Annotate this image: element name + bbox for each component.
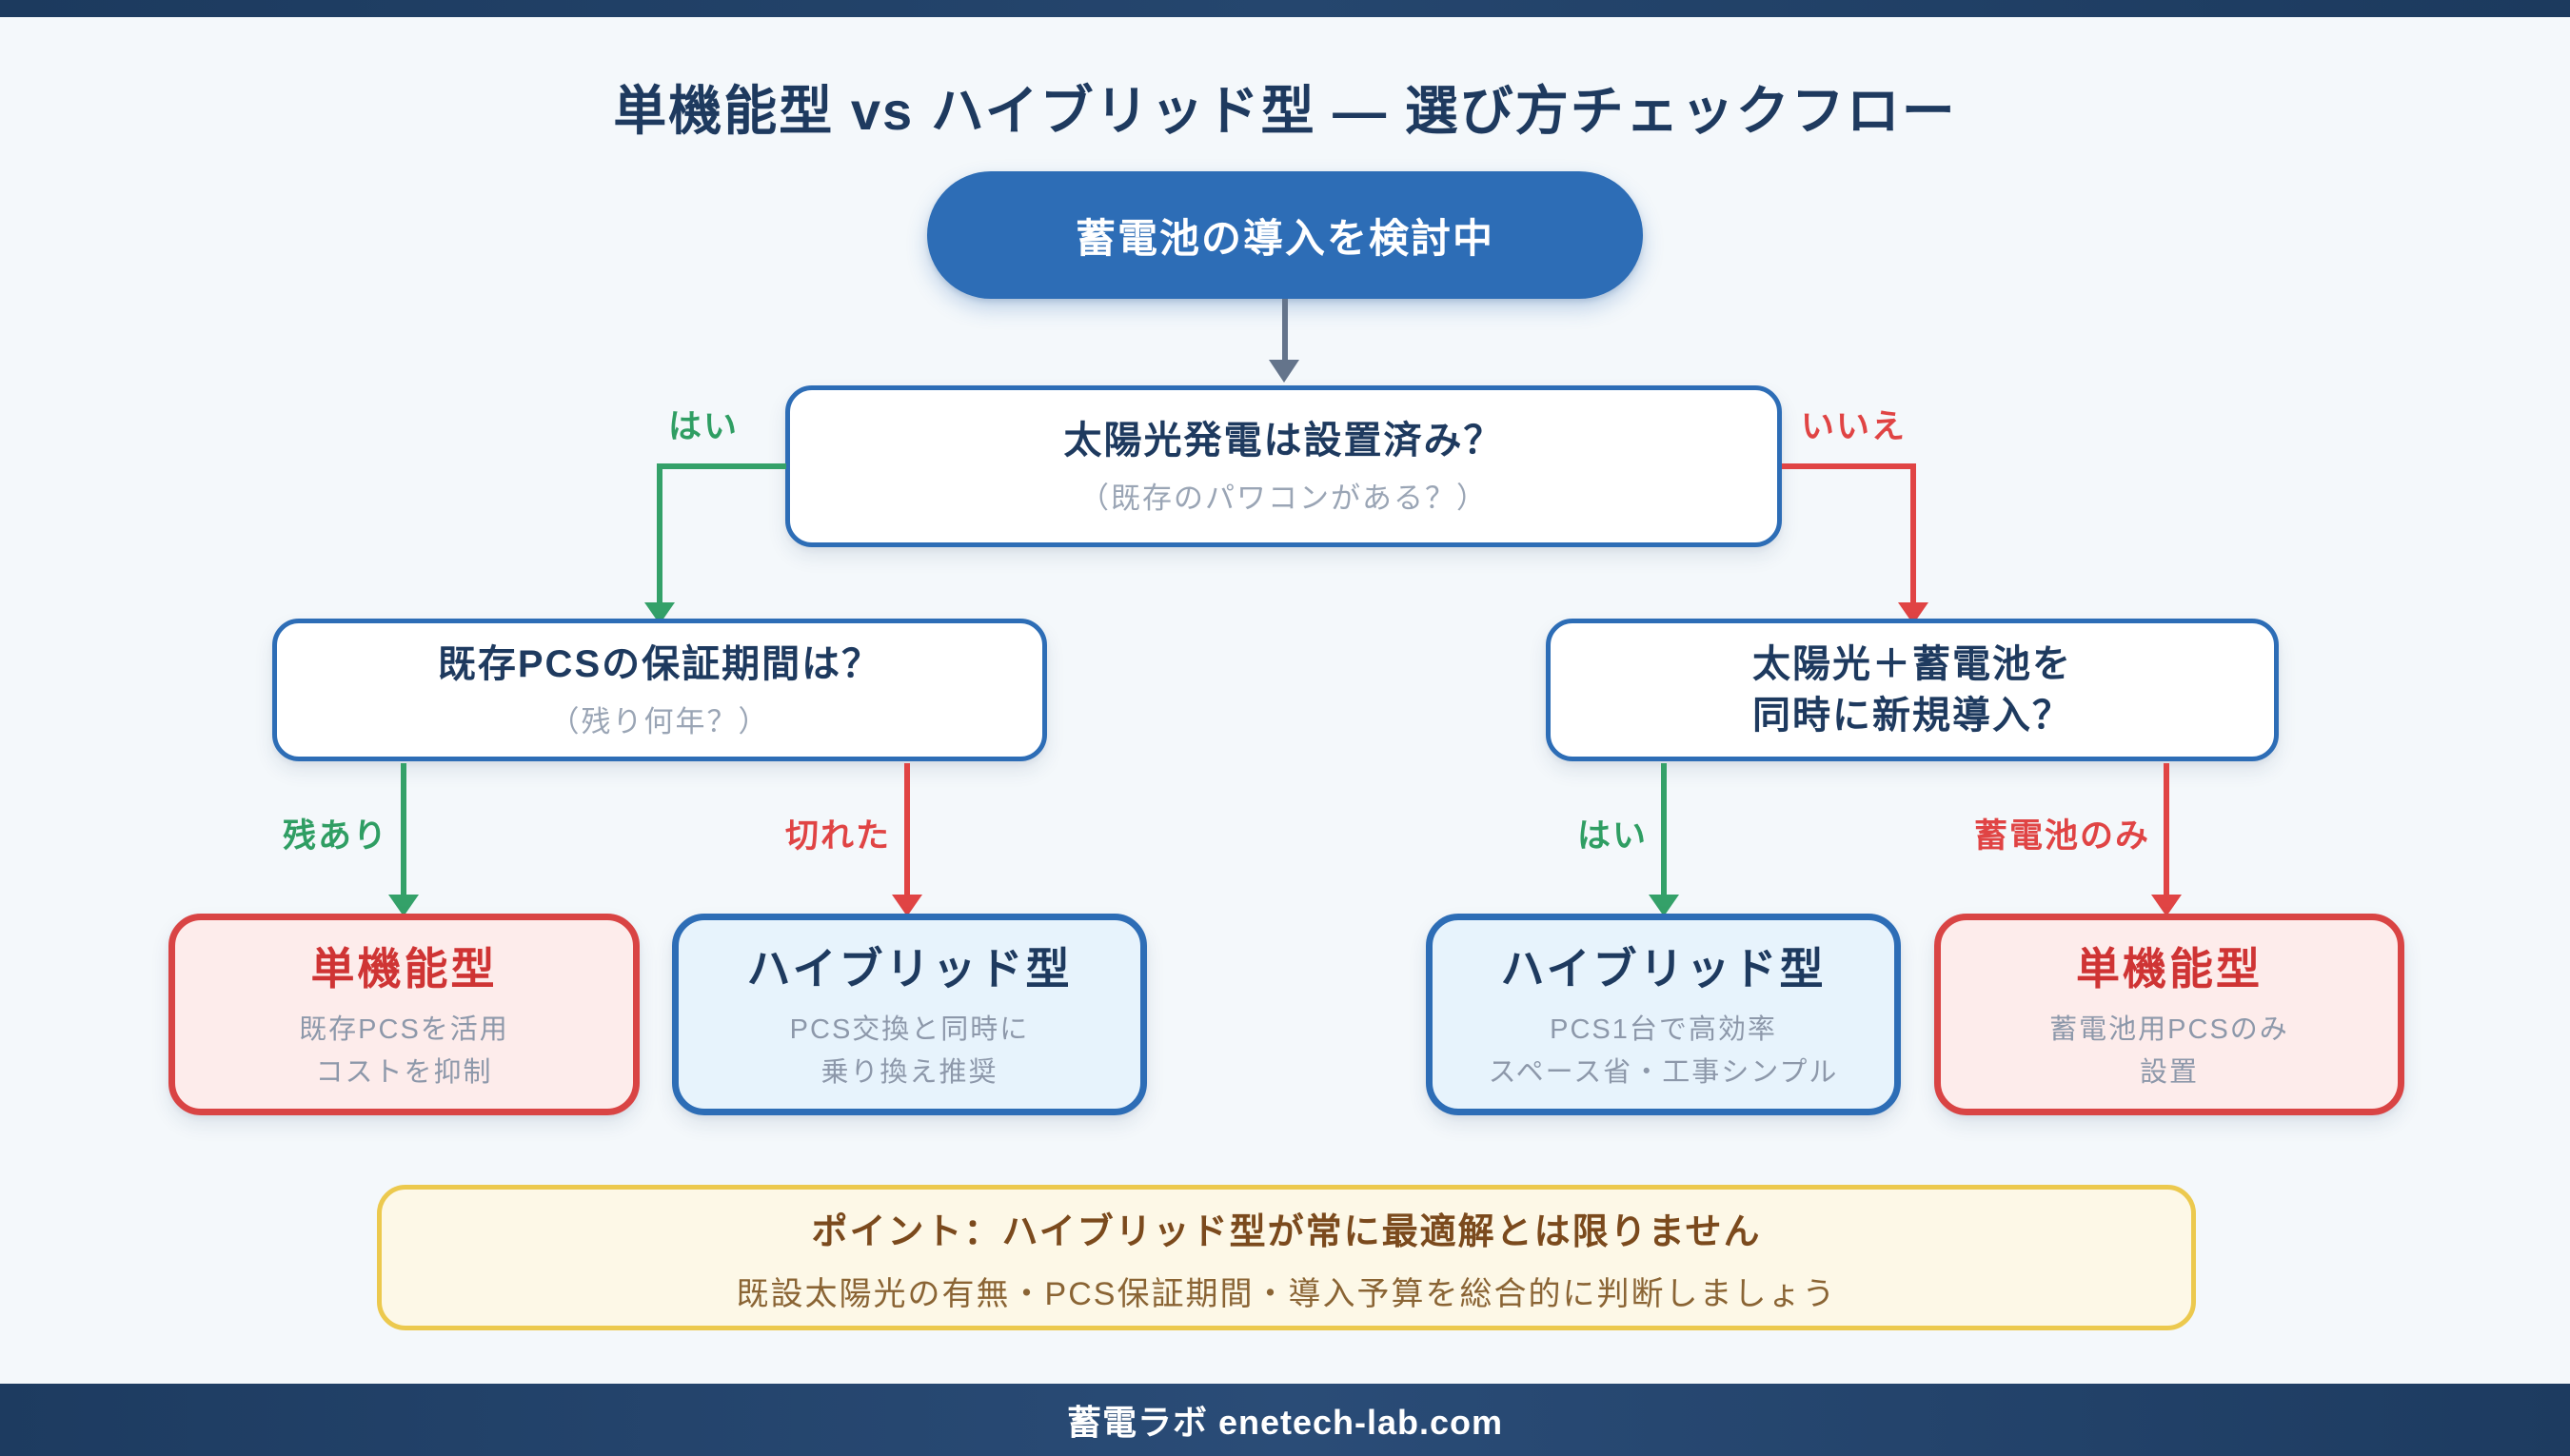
arrowhead-warranty-right [892,895,922,916]
result-desc-line1: 既存PCSを活用 [299,1014,509,1046]
branch-label-warranty-expired: 切れた [784,817,891,855]
result-single-function-1: 単機能型 既存PCSを活用 コストを抑制 [168,914,640,1115]
result-desc-line1: 蓄電池用PCSのみ [2049,1014,2289,1046]
arrowhead-install-left [1649,895,1679,916]
decision-title-line1: 太陽光＋蓄電池を [1752,643,2072,685]
arrowhead-install-right [2151,895,2182,916]
connector-no-horizontal [1782,463,1913,469]
result-hybrid-1: ハイブリッド型 PCS交換と同時に 乗り換え推奨 [672,914,1147,1115]
decision-title-line2: 同時に新規導入？ [1752,695,2072,737]
arrowhead-start-q1 [1269,360,1299,383]
decision-title: 太陽光発電は設置済み？ [1063,419,1504,462]
point-subtitle: 既設太陽光の有無・PCS保証期間・導入予算を総合的に判断しましょう [736,1275,1837,1312]
decision-solar-installed: 太陽光発電は設置済み？ （既存のパワコンがある？） [785,385,1782,547]
result-desc-line2: コストを抑制 [315,1057,493,1088]
result-desc-line2: スペース省・工事シンプル [1488,1057,1839,1088]
branch-label-yes: はい [668,408,740,445]
result-desc-line2: 乗り換え推奨 [820,1057,998,1088]
point-title: ポイント：ハイブリッド型が常に最適解とは限りません [811,1211,1762,1252]
result-title: 単機能型 [310,944,498,994]
decision-title: 既存PCSの保証期間は？ [437,642,882,685]
decision-new-install: 太陽光＋蓄電池を 同時に新規導入？ [1546,619,2279,761]
result-desc-line1: PCS1台で高効率 [1550,1014,1777,1046]
page-title: 単機能型 vs ハイブリッド型 — 選び方チェックフロー [613,81,1957,141]
branch-label-no: いいえ [1801,408,1908,445]
footer-bar: 蓄電ラボ enetech-lab.com [0,1384,2570,1456]
result-single-function-2: 単機能型 蓄電池用PCSのみ 設置 [1934,914,2404,1115]
footer-brand: 蓄電ラボ enetech-lab.com [1066,1403,1504,1442]
branch-label-battery-only: 蓄電池のみ [1973,817,2150,855]
point-note-box: ポイント：ハイブリッド型が常に最適解とは限りません 既設太陽光の有無・PCS保証… [377,1185,2196,1330]
connector-install-left [1661,763,1667,896]
connector-start-q1 [1282,299,1288,362]
result-desc-line1: PCS交換と同時に [789,1014,1030,1046]
result-desc-line2: 設置 [2139,1057,2199,1088]
decision-pcs-warranty: 既存PCSの保証期間は？ （残り何年？） [272,619,1047,761]
arrowhead-warranty-left [388,895,419,916]
result-title: 単機能型 [2076,944,2263,994]
decision-subtitle: （残り何年？） [549,704,770,738]
branch-label-warranty-remaining: 残あり [282,817,388,855]
top-accent-bar [0,0,2570,17]
connector-warranty-left [401,763,406,896]
result-title: ハイブリッド型 [1500,944,1827,994]
connector-yes-horizontal [657,463,786,469]
connector-yes-vertical [657,463,662,604]
result-hybrid-2: ハイブリッド型 PCS1台で高効率 スペース省・工事シンプル [1426,914,1901,1115]
start-node: 蓄電池の導入を検討中 [927,171,1643,299]
connector-no-vertical [1910,463,1916,604]
connector-warranty-right [904,763,910,896]
start-node-label: 蓄電池の導入を検討中 [1075,215,1494,261]
connector-install-right [2164,763,2169,896]
result-title: ハイブリッド型 [746,944,1073,994]
branch-label-install-yes: はい [1576,817,1648,855]
decision-subtitle: （既存のパワコンがある？） [1079,481,1488,515]
